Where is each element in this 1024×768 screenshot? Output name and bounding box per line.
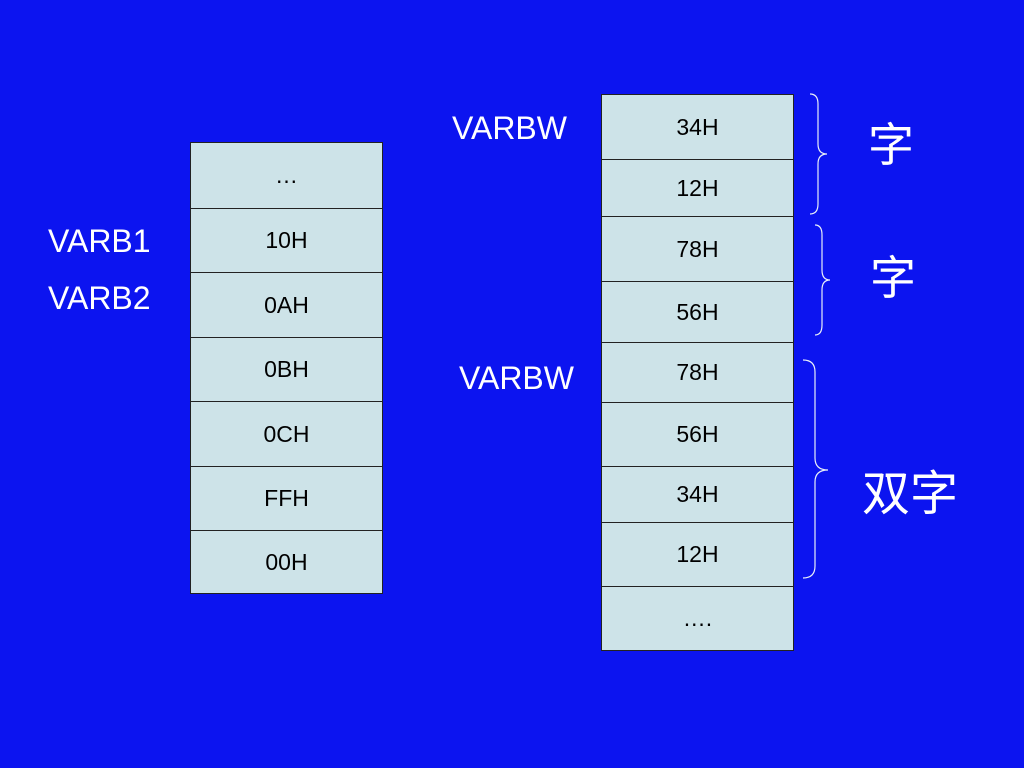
memory-cell: 0AH [191, 272, 382, 337]
memory-cell: 78H [602, 342, 793, 402]
memory-cell: … [275, 162, 298, 188]
brace-label-word-1: 字 [868, 118, 914, 172]
memory-cell: 12H [602, 522, 793, 586]
brace-dword [802, 359, 829, 579]
right-memory-table: 34H 12H 78H 56H 78H 56H 34H 12H …. [601, 94, 794, 651]
memory-cell: 34H [676, 113, 719, 140]
brace-label-dword: 双字 [862, 466, 959, 522]
label-varbw-word: VARBW [452, 110, 567, 146]
memory-cell: 10H [191, 208, 382, 272]
memory-cell: 0CH [191, 401, 382, 466]
memory-cell: 0BH [191, 337, 382, 401]
memory-cell: FFH [191, 466, 382, 530]
memory-cell: …. [602, 586, 793, 650]
memory-cell: 12H [602, 159, 793, 216]
brace-word-2 [814, 224, 831, 336]
memory-cell: 34H [602, 466, 793, 522]
brace-word-1 [809, 93, 828, 215]
label-varb1: VARB1 [48, 223, 151, 259]
left-memory-table: … 10H 0AH 0BH 0CH FFH 00H [190, 142, 383, 594]
memory-cell: 00H [191, 530, 382, 593]
memory-cell: 78H [602, 216, 793, 281]
label-varb2: VARB2 [48, 280, 151, 316]
memory-cell: 56H [602, 402, 793, 466]
brace-label-word-2: 字 [870, 251, 916, 305]
label-varbw-dword: VARBW [459, 360, 574, 396]
memory-cell: 56H [602, 281, 793, 342]
